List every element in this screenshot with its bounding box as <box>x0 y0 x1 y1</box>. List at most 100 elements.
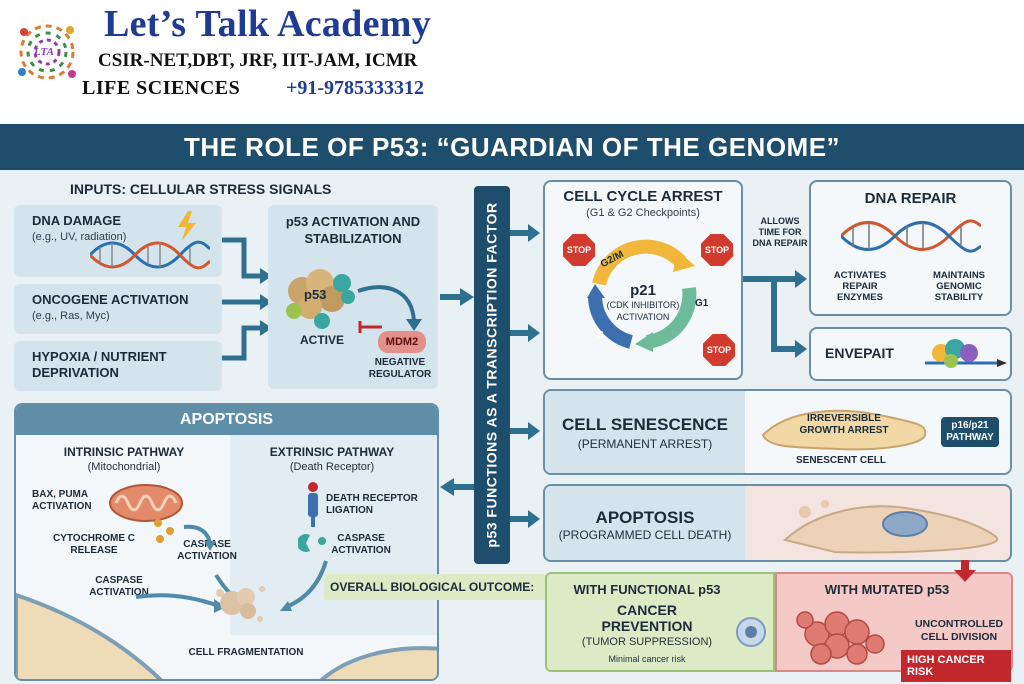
envepait-box: ENVEPAIT <box>809 327 1012 381</box>
p21-sub1: (CDK INHIBITOR) <box>606 300 680 310</box>
genomic-stability-label: MAINTAINS GENOMIC STABILITY <box>932 270 986 303</box>
allows-time-note: ALLOWS TIME FOR DNA REPAIR <box>752 216 808 248</box>
caspase-activation-3: CASPASE ACTIVATION <box>331 533 391 556</box>
transcription-factor-label: p53 FUNCTIONS AS A TRANSCRIPTION FACTOR <box>484 202 500 548</box>
repair-enzymes-label: ACTIVATES REPAIR ENZYMES <box>833 270 887 303</box>
inputs-title: INPUTS: CELLULAR STRESS SIGNALS <box>70 181 332 197</box>
input-hypoxia: HYPOXIA / NUTRIENT DEPRIVATION <box>14 341 222 391</box>
dna-repair-title: DNA REPAIR <box>864 190 957 207</box>
senescence-label-area <box>545 391 745 473</box>
phone-number[interactable]: +91-9785333312 <box>286 77 425 99</box>
stop-sign-icon: STOP <box>563 234 595 266</box>
minimal-risk-note: Minimal cancer risk <box>608 654 686 664</box>
input-arrows <box>222 237 272 361</box>
logo-text: LTA <box>34 46 54 58</box>
active-label: ACTIVE <box>300 333 345 347</box>
repair-arrows <box>743 270 807 358</box>
death-receptor-label: DEATH RECEPTOR LIGATION <box>326 493 418 516</box>
input-dna-damage: DNA DAMAGE (e.g., UV, radiation) <box>14 205 222 277</box>
academy-title: Let’s Talk Academy <box>104 3 432 45</box>
lightning-icon <box>178 211 196 241</box>
p21-title: p21 <box>630 282 656 299</box>
input-sub: (e.g., UV, radiation) <box>32 231 127 243</box>
bax-puma-label: BAX, PUMA ACTIVATION <box>32 489 92 512</box>
to-apoptosis-box-arrow <box>440 478 474 496</box>
cell-cycle-subtitle: (G1 & G2 Checkpoints) <box>586 207 700 219</box>
p16-p21-pathway-badge: p16/p21 PATHWAY <box>941 417 999 447</box>
exam-list: CSIR-NET,DBT, JRF, IIT-JAM, ICMR <box>98 50 418 71</box>
apoptosis-pathways-box: APOPTOSIS INTRINSIC PATHWAY (Mitochondri… <box>14 403 439 681</box>
stop-sign-icon: STOP <box>701 234 733 266</box>
mutated-p53-box: WITH MUTATED p53 UNCONTROLLED CELL DIVIS… <box>775 572 1013 682</box>
intrinsic-subtitle: (Mitochondrial) <box>87 461 161 473</box>
envepait-title: ENVEPAIT <box>825 345 894 361</box>
extrinsic-title: EXTRINSIC PATHWAY <box>269 445 395 459</box>
outcome-label: OVERALL BIOLOGICAL OUTCOME: <box>324 574 546 600</box>
cytochrome-dots <box>154 519 174 543</box>
immune-cell-icon <box>736 617 766 647</box>
academy-logo: LTA <box>12 12 82 92</box>
pathway-arrows <box>135 524 328 613</box>
extrinsic-area <box>230 435 437 635</box>
mitochondrion-icon <box>109 484 183 522</box>
to-transcription-arrow <box>440 288 474 306</box>
intrinsic-title: INTRINSIC PATHWAY <box>63 445 185 459</box>
tissue-decoration <box>16 592 437 679</box>
caspase-icon <box>298 534 326 552</box>
apoptosis-output-box: APOPTOSIS (PROGRAMMED CELL DEATH) <box>543 484 1012 562</box>
infographic-title: THE ROLE OF P53: “GUARDIAN OF THE GENOME… <box>0 124 1024 170</box>
transcription-factor-bar <box>474 186 510 564</box>
p21-sub2: ACTIVATION <box>616 312 670 322</box>
activation-title: p53 ACTIVATION AND STABILIZATION <box>285 214 421 246</box>
dna-helix-icon <box>841 219 981 253</box>
down-arrow-icon <box>954 560 976 582</box>
apoptosis-output-title: APOPTOSIS <box>595 508 695 527</box>
mdm2-note: NEGATIVE REGULATOR <box>368 357 432 380</box>
cancer-prevention-label: CANCER PREVENTION <box>601 602 693 634</box>
growth-arrest-text: IRREVERSIBLE GROWTH ARREST <box>799 413 889 436</box>
output-arrows <box>510 224 540 528</box>
extrinsic-subtitle: (Death Receptor) <box>289 461 375 473</box>
input-label: ONCOGENE ACTIVATION <box>32 292 189 307</box>
apoptotic-cell-icon <box>782 500 999 554</box>
p53-activation-box: p53 ACTIVATION AND STABILIZATION p53 ACT… <box>268 205 438 389</box>
functional-p53-box: WITH FUNCTIONAL p53 CANCER PREVENTION (T… <box>545 572 775 672</box>
cell-fragmentation-label: CELL FRAGMENTATION <box>188 647 304 658</box>
apoptosis-header: APOPTOSIS <box>16 405 437 435</box>
dna-repair-box: DNA REPAIR ACTIVATES REPAIR ENZYMES MAIN… <box>809 180 1012 316</box>
tumor-suppression-label: (TUMOR SUPPRESSION) <box>581 636 713 648</box>
caspase-activation-2: CASPASE ACTIVATION <box>89 575 149 598</box>
input-label: HYPOXIA / NUTRIENT DEPRIVATION <box>32 349 167 380</box>
tumor-cluster-icon <box>796 611 885 665</box>
senescence-box: CELL SENESCENCE (PERMANENT ARREST) IRREV… <box>543 389 1012 475</box>
inhibition-arrow <box>357 285 422 333</box>
senescence-subtitle: (PERMANENT ARREST) <box>577 437 713 451</box>
p53-protein-icon <box>286 269 355 329</box>
functional-title: WITH FUNCTIONAL p53 <box>573 582 721 597</box>
senescence-title: CELL SENESCENCE <box>562 415 728 434</box>
phase-s: S <box>597 330 604 341</box>
cytochrome-label: CYTOCHROME C RELEASE <box>52 533 136 556</box>
p53-label: p53 <box>304 287 327 302</box>
cell-cycle-title: CELL CYCLE ARREST <box>563 188 723 205</box>
input-label: DNA DAMAGE <box>32 213 122 228</box>
cell-cycle-arrest-box: CELL CYCLE ARREST (G1 & G2 Checkpoints) … <box>543 180 743 380</box>
senescent-cell-label: SENESCENT CELL <box>795 455 886 466</box>
apoptosis-label-area <box>545 486 745 560</box>
stop-sign-icon: STOP <box>703 334 735 366</box>
uncontrolled-division-label: UNCONTROLLED CELL DIVISION <box>914 618 1004 643</box>
dna-helix-icon <box>90 240 210 270</box>
phase-g1: G1 <box>695 298 709 309</box>
high-cancer-risk-badge: HIGH CANCER RISK <box>901 650 1011 682</box>
input-oncogene: ONCOGENE ACTIVATION (e.g., Ras, Myc) <box>14 284 222 334</box>
repair-complex-icon <box>925 339 1007 368</box>
subject-label: LIFE SCIENCES <box>82 77 241 99</box>
input-sub: (e.g., Ras, Myc) <box>32 310 110 322</box>
cell-fragments-icon <box>216 586 265 622</box>
senescent-cell-icon <box>761 409 927 451</box>
mdm2-label: MDM2 <box>378 331 426 353</box>
apoptosis-output-subtitle: (PROGRAMMED CELL DEATH) <box>558 528 732 542</box>
death-receptor-icon <box>308 482 318 527</box>
mutated-title: WITH MUTATED p53 <box>824 582 950 597</box>
cell-cycle-ring <box>587 239 697 352</box>
